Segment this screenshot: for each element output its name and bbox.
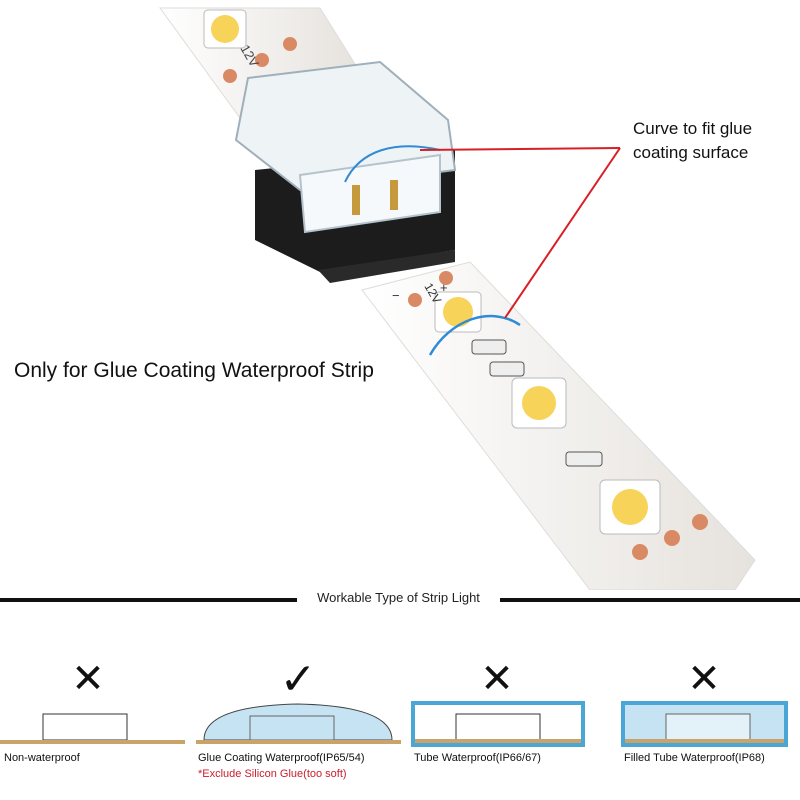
type-note: *Exclude Silicon Glue(too soft) (198, 768, 347, 780)
type-glue-coating: ✓ Glue Coating Waterproof(IP65/54) *Excl… (196, 650, 406, 790)
type-label: Filled Tube Waterproof(IP68) (624, 752, 765, 764)
type-label: Glue Coating Waterproof(IP65/54) (198, 752, 365, 764)
divider-right (500, 598, 800, 602)
type-filled-tube: ✕ Filled Tube Waterproof(IP68) (620, 650, 800, 790)
cross-mark-icon: ✕ (480, 656, 514, 702)
curve-callout-text: Curve to fit glue coating surface (633, 119, 753, 162)
lower-led-strip: + − 12V (361, 261, 756, 590)
section-title: Workable Type of Strip Light (317, 590, 480, 605)
main-caption: Only for Glue Coating Waterproof Strip (14, 359, 374, 382)
type-label: Non-waterproof (4, 752, 80, 764)
strip-connector (234, 60, 457, 283)
type-label: Tube Waterproof(IP66/67) (414, 752, 541, 764)
connector-illustration: 12V + − 12V (159, 7, 756, 590)
cross-mark-icon: ✕ (687, 656, 721, 702)
lower-polarity-minus: − (392, 288, 400, 303)
lower-polarity-plus: + (440, 280, 448, 295)
cross-mark-icon: ✕ (71, 656, 105, 702)
check-mark-icon: ✓ (280, 654, 317, 705)
type-non-waterproof: ✕ Non-waterproof (0, 650, 190, 790)
callout-leader-lines (419, 147, 621, 319)
divider-left (0, 598, 297, 602)
type-tube: ✕ Tube Waterproof(IP66/67) (410, 650, 590, 790)
